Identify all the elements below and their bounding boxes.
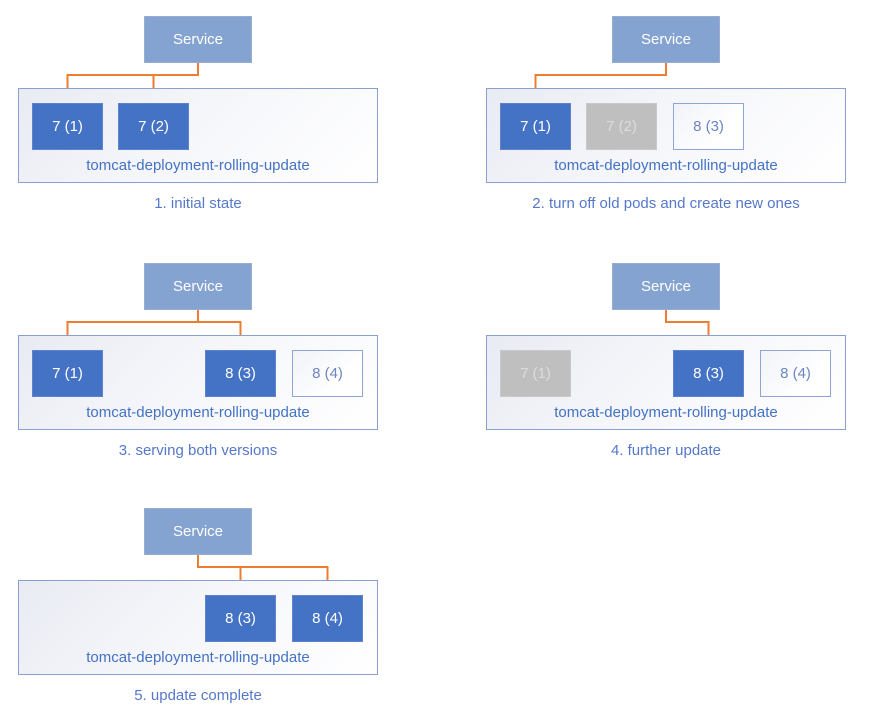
stage-panel-5: Service 8 (3) 8 (4) tomcat-deployment-rol… (0, 492, 402, 718)
pod-pending: 8 (4) (760, 350, 831, 397)
deployment-label: tomcat-deployment-rolling-update (554, 157, 778, 174)
deployment-label: tomcat-deployment-rolling-update (86, 157, 310, 174)
pod-pending: 8 (4) (292, 350, 363, 397)
pod-active: 8 (3) (205, 595, 276, 642)
pod-active: 7 (2) (118, 103, 189, 150)
pod-active: 8 (4) (292, 595, 363, 642)
stage-caption: 5. update complete (134, 687, 262, 704)
service-box: Service (144, 508, 252, 555)
service-box: Service (144, 16, 252, 63)
stage-panel-3: Service 7 (1) 8 (3) 8 (4) tomcat-deploymen… (0, 247, 402, 493)
pod-active: 7 (1) (32, 350, 103, 397)
service-label: Service (640, 278, 692, 295)
service-label: Service (640, 31, 692, 48)
stage-panel-2: Service 7 (1) 7 (2) 8 (3) tomcat-deploymen… (468, 0, 870, 246)
deployment-label: tomcat-deployment-rolling-update (86, 404, 310, 421)
deployment-label: tomcat-deployment-rolling-update (86, 649, 310, 666)
pod-stopped: 7 (1) (500, 350, 571, 397)
stage-panel-4: Service 7 (1) 8 (3) 8 (4) tomcat-deploymen… (468, 247, 870, 493)
service-label: Service (172, 278, 224, 295)
pod-active: 8 (3) (673, 350, 744, 397)
stage-caption: 3. serving both versions (118, 442, 278, 459)
service-box: Service (612, 263, 720, 310)
pod-stopped: 7 (2) (586, 103, 657, 150)
stage-panel-1: Service 7 (1) 7 (2) tomcat-deployment-rol… (0, 0, 402, 246)
deployment-label: tomcat-deployment-rolling-update (554, 404, 778, 421)
stage-caption: 1. initial state (154, 195, 242, 212)
service-box: Service (612, 16, 720, 63)
pod-active: 8 (3) (205, 350, 276, 397)
service-label: Service (172, 31, 224, 48)
pod-active: 7 (1) (32, 103, 103, 150)
stage-caption: 2. turn off old pods and create new ones (532, 195, 800, 212)
service-label: Service (172, 523, 224, 540)
service-box: Service (144, 263, 252, 310)
pod-active: 7 (1) (500, 103, 571, 150)
stage-caption: 4. further update (610, 442, 722, 459)
pod-pending: 8 (3) (673, 103, 744, 150)
